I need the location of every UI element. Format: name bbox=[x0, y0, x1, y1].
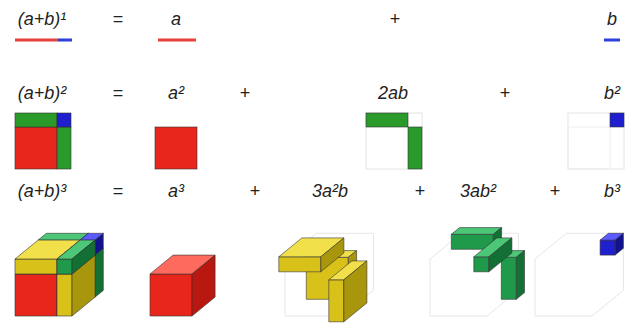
cube-face bbox=[474, 257, 489, 272]
cube-face bbox=[451, 228, 501, 235]
cube-face bbox=[95, 248, 103, 297]
a-segment bbox=[158, 39, 196, 42]
cube-face bbox=[329, 280, 344, 322]
cube-face bbox=[57, 274, 72, 316]
operator-sign: + bbox=[250, 180, 261, 202]
cube-face bbox=[150, 274, 192, 316]
algebra-term: b³ bbox=[604, 180, 620, 202]
algebra-term: 3a²b bbox=[312, 180, 348, 202]
cube-face bbox=[321, 238, 344, 272]
b-squared-square bbox=[568, 113, 624, 169]
cube-face bbox=[600, 240, 615, 255]
cube-face bbox=[95, 233, 103, 255]
b-segment bbox=[604, 39, 620, 42]
cube-pieces bbox=[15, 228, 623, 322]
operator-sign: + bbox=[390, 8, 401, 30]
cube-face bbox=[57, 259, 72, 274]
cube-face bbox=[615, 233, 623, 255]
cube-face bbox=[192, 255, 215, 316]
algebra-term: b bbox=[607, 8, 617, 30]
operator-sign: = bbox=[113, 82, 124, 104]
algebra-term: 2ab bbox=[378, 82, 408, 104]
ghost-cube bbox=[535, 233, 623, 316]
algebra-term: (a+b)² bbox=[18, 82, 67, 104]
cube-face bbox=[516, 251, 524, 300]
algebra-term: a³ bbox=[168, 180, 184, 202]
cube-face bbox=[72, 240, 95, 274]
operator-sign: + bbox=[500, 82, 511, 104]
b-segment bbox=[58, 39, 72, 42]
square-sum bbox=[15, 113, 71, 169]
cube-face bbox=[15, 274, 57, 316]
cube-face bbox=[344, 261, 367, 322]
cube-face bbox=[38, 233, 88, 240]
ghost-cube bbox=[430, 233, 518, 316]
operator-sign: + bbox=[240, 82, 251, 104]
a-segment bbox=[15, 39, 58, 42]
cube-face bbox=[15, 259, 57, 274]
operator-sign: = bbox=[113, 8, 124, 30]
algebra-term: a bbox=[171, 8, 181, 30]
algebra-term: b² bbox=[604, 82, 620, 104]
algebra-term: 3ab² bbox=[460, 180, 496, 202]
operator-sign: = bbox=[113, 180, 124, 202]
operator-sign: + bbox=[550, 180, 561, 202]
cube-face bbox=[489, 238, 512, 272]
a-squared-square bbox=[155, 127, 197, 169]
algebra-term: a² bbox=[168, 82, 184, 104]
cube-face bbox=[501, 257, 516, 299]
cube-face bbox=[279, 257, 321, 272]
algebra-term: (a+b)¹ bbox=[18, 8, 67, 30]
operator-sign: + bbox=[415, 180, 426, 202]
algebra-term: (a+b)³ bbox=[18, 180, 67, 202]
two-ab-rects bbox=[366, 113, 422, 169]
